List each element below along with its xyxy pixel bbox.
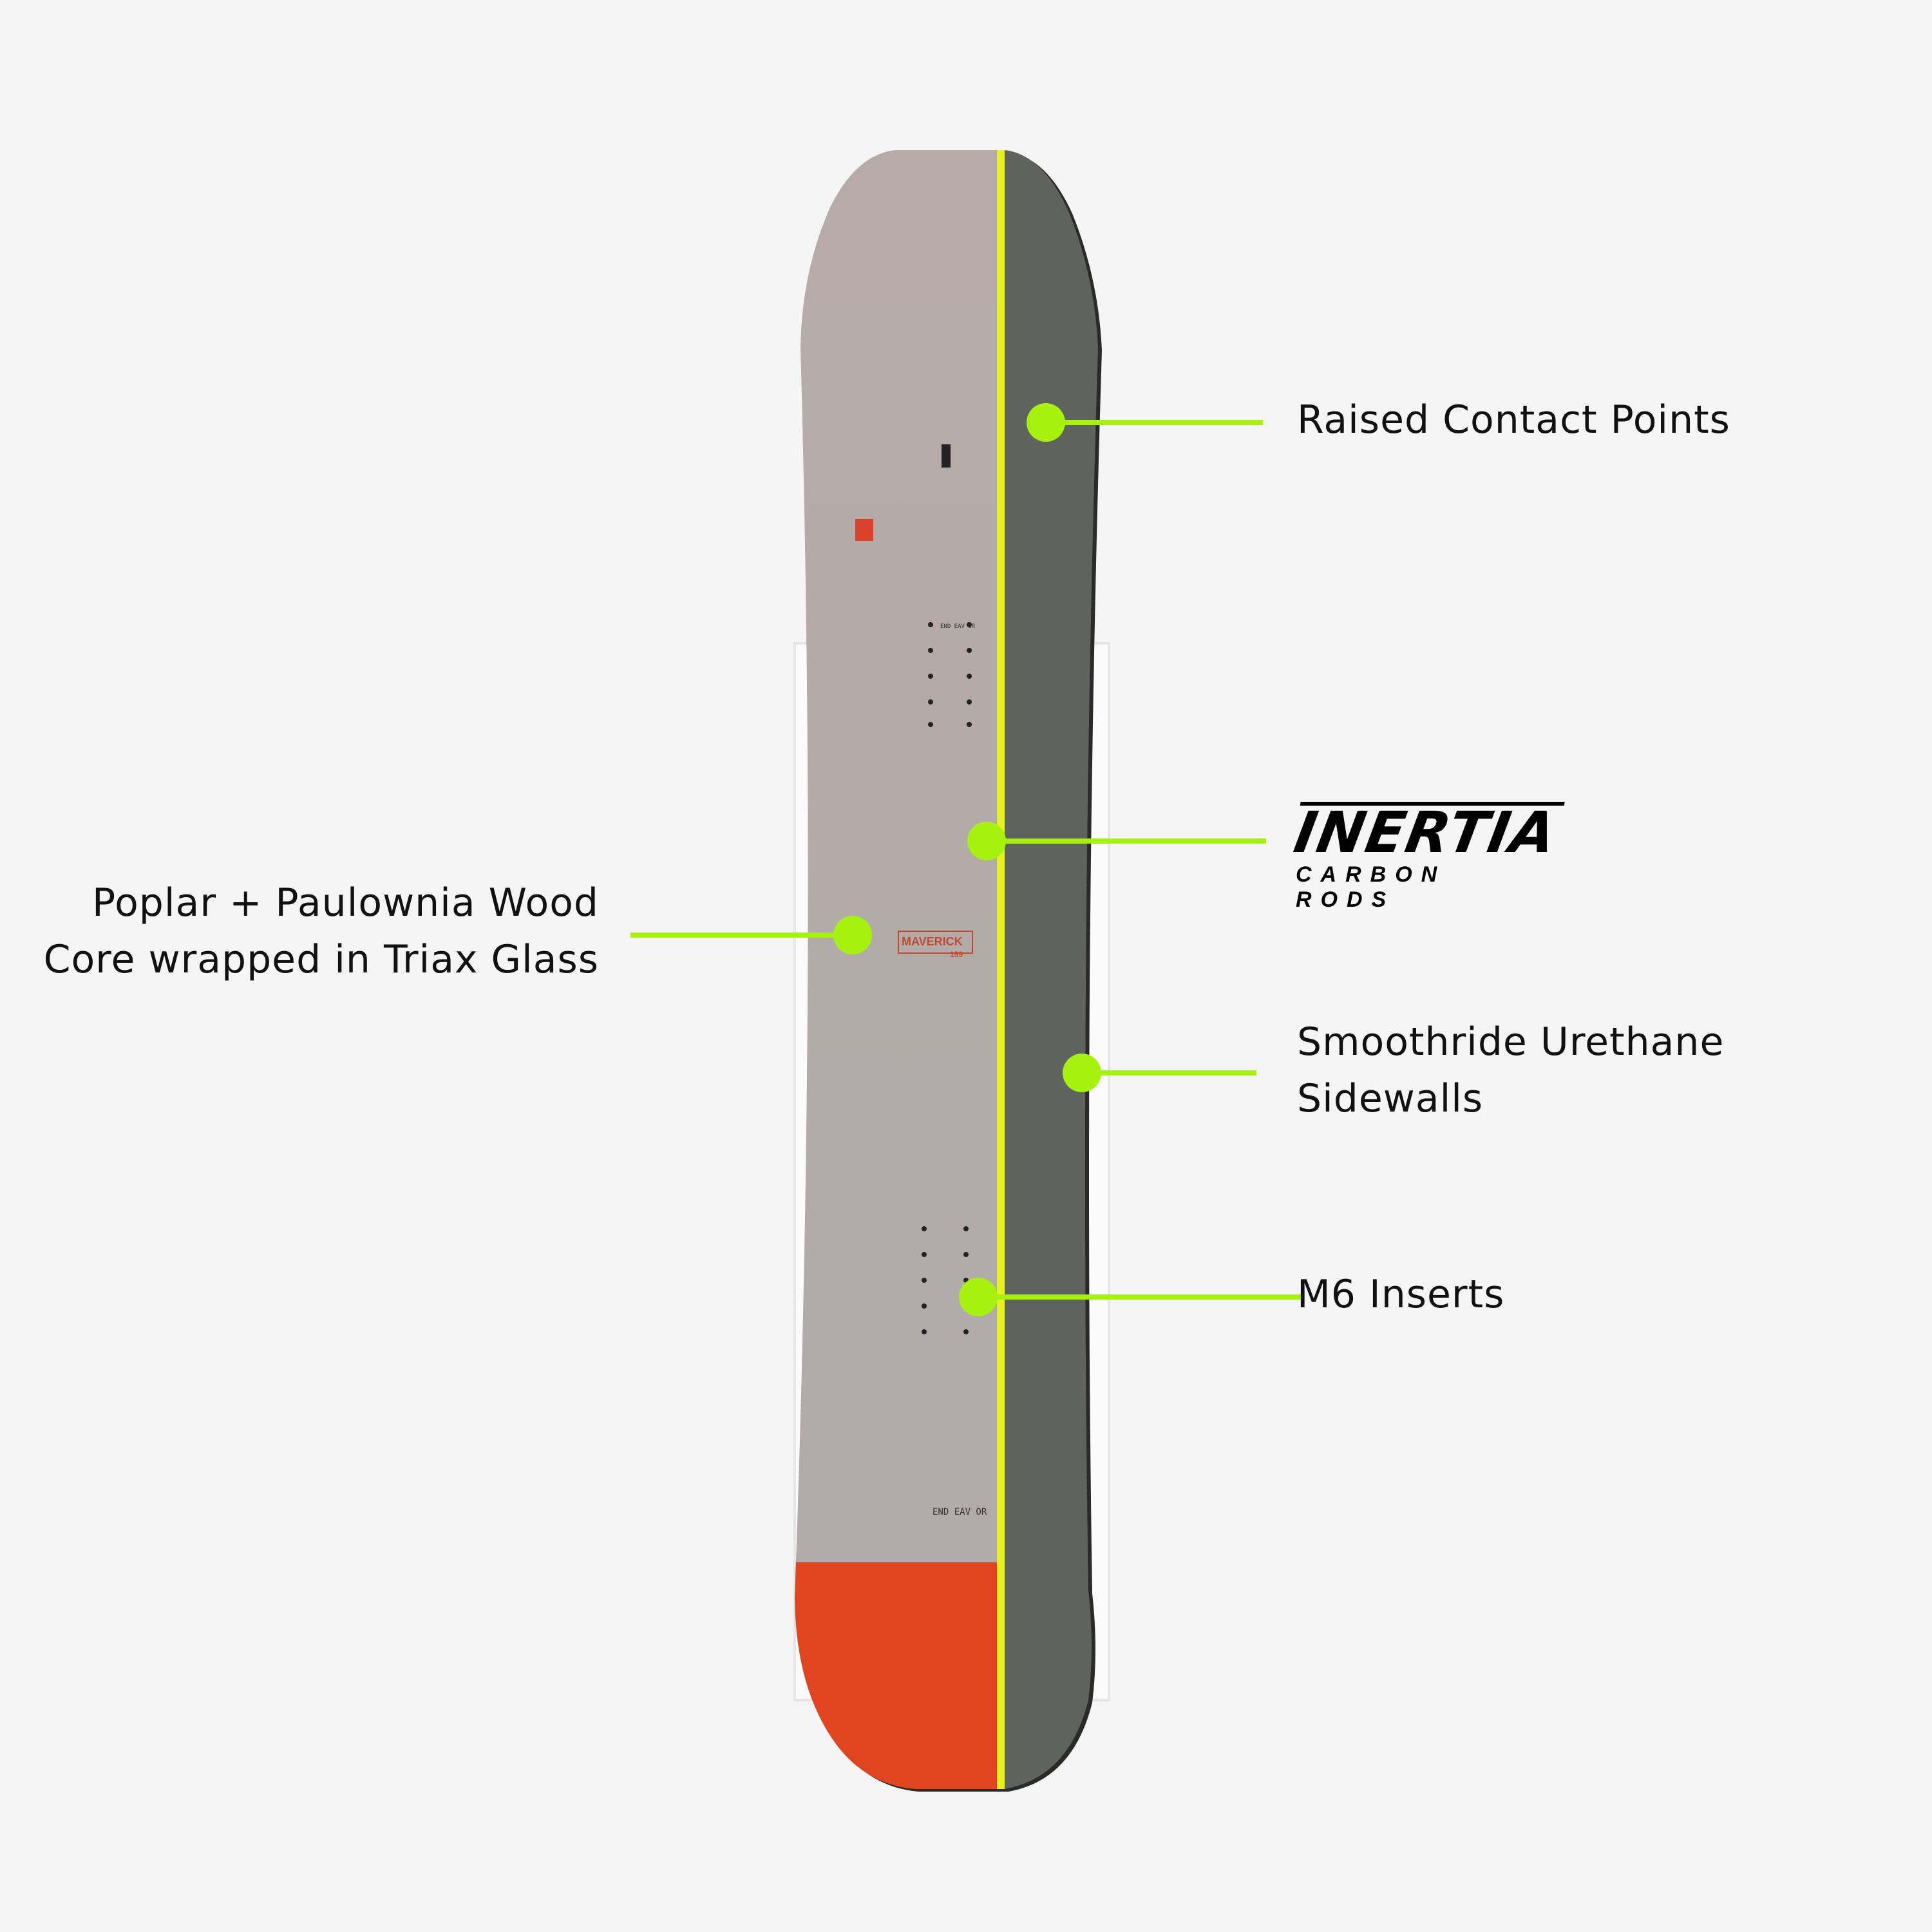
callout-dot-sidewalls (1063, 1054, 1101, 1092)
callout-dot-inserts (959, 1278, 998, 1316)
callout-m6-inserts: M6 Inserts (1297, 1272, 1505, 1317)
yellow-stripe (997, 150, 1005, 1789)
dark-panel (1001, 150, 1098, 1789)
callout-raised-contact-points: Raised Contact Points (1297, 397, 1730, 442)
brand-logo-bottom: END EAV OR (933, 1507, 987, 1517)
model-name: MAVERICK (902, 935, 963, 948)
inertia-logo-text: INERTIA (1289, 799, 1565, 866)
red-badge (855, 519, 873, 541)
callout-lines (630, 403, 1303, 1316)
topsheet (795, 150, 1005, 1562)
brand-logo-top: END EAV OR (940, 623, 976, 630)
carbon-rods-text: CARBON RODS (1296, 862, 1446, 912)
callout-sidewalls: Smoothride Urethane Sidewalls (1297, 1014, 1724, 1127)
callout-core-line1: Poplar + Paulownia Wood (92, 880, 599, 925)
binding-inserts-front (928, 622, 972, 727)
callout-core: Poplar + Paulownia Wood Core wrapped in … (44, 875, 599, 988)
callout-dot-core (833, 916, 872, 954)
model-size: 159 (950, 950, 963, 959)
callout-sidewalls-line2: Sidewalls (1297, 1076, 1484, 1121)
callout-sidewalls-line1: Smoothride Urethane (1297, 1019, 1725, 1065)
model-box (898, 931, 973, 954)
callout-dot-inertia (967, 822, 1006, 860)
callout-core-line2: Core wrapped in Triax Glass (43, 937, 599, 982)
inertia-carbon-rods-logo: INERTIA CARBON RODS (1289, 799, 1565, 913)
callout-dot-contact-points (1027, 403, 1065, 442)
brand-mark-top (942, 444, 951, 468)
